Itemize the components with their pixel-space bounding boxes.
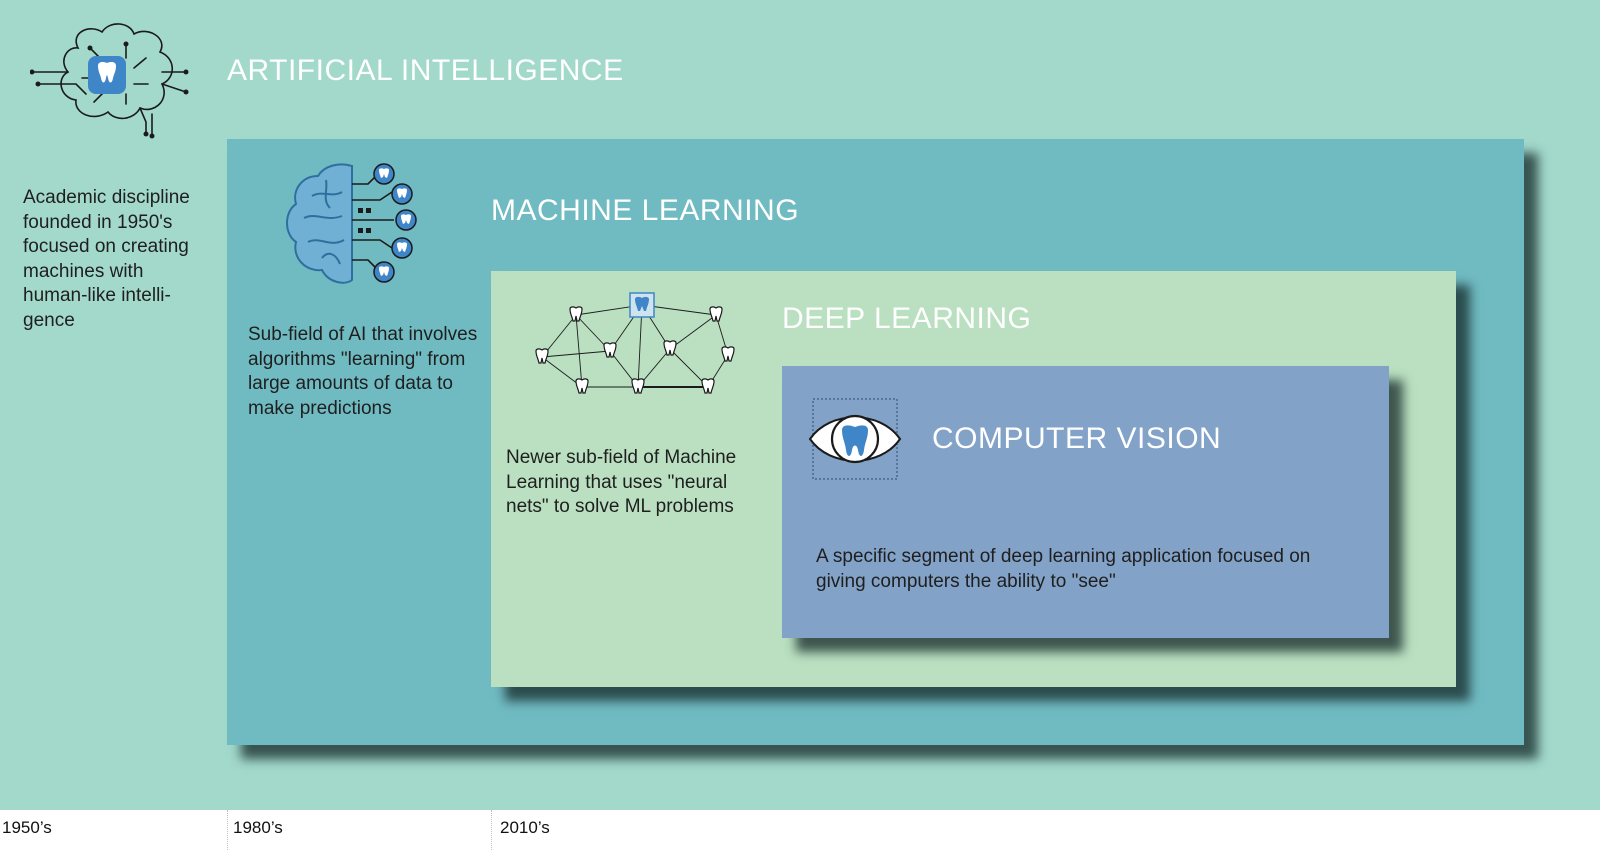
brain-circuit-icon: [286, 163, 417, 284]
timeline-divider: [491, 810, 492, 850]
cv-description: A specific segment of deep learning appl…: [816, 546, 1311, 592]
timeline-label-2010s: 2010’s: [500, 818, 550, 837]
computer-vision-box: [782, 366, 1389, 638]
cv-title: COMPUTER VISION: [932, 422, 1222, 455]
ai-title: ARTIFICIAL INTELLIGENCE: [227, 54, 624, 87]
tooth-network-icon: [535, 292, 735, 394]
ai-description: Academic discipline founded in 1950's fo…: [23, 187, 190, 331]
ml-title: MACHINE LEARNING: [491, 194, 800, 227]
dl-description: Newer sub-field of Machine Learning that…: [506, 447, 737, 517]
timeline: [0, 810, 1600, 850]
timeline-label-1980s: 1980’s: [233, 818, 283, 837]
dl-title: DEEP LEARNING: [782, 302, 1032, 335]
ml-description: Sub-field of AI that involves algorithms…: [248, 324, 478, 419]
eye-tooth-icon: [808, 398, 902, 480]
timeline-label-1950s: 1950’s: [2, 818, 52, 837]
circuit-brain-tooth-icon: [30, 23, 189, 139]
timeline-divider: [227, 810, 228, 850]
